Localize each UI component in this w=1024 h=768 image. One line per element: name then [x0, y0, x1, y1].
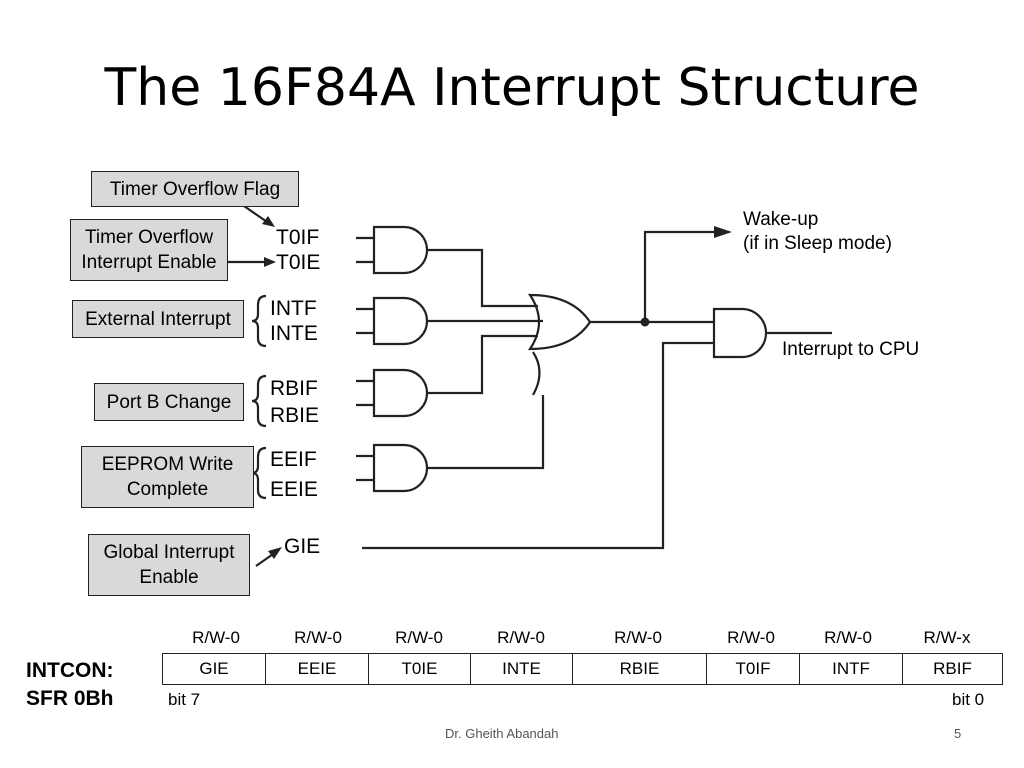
timer-overflow-enable-box: Timer Overflow Interrupt Enable	[70, 219, 228, 281]
and-gate-external	[372, 296, 429, 346]
junction-dot	[640, 317, 650, 327]
signal-gie: GIE	[284, 535, 321, 558]
register-bit-inte: INTE	[470, 653, 573, 685]
register-bit-intf: INTF	[799, 653, 903, 685]
wakeup-note: Wake-up (if in Sleep mode)	[743, 208, 892, 256]
register-bit-rbie: RBIE	[572, 653, 707, 685]
timer-overflow-flag-label: Timer Overflow Flag	[109, 178, 281, 200]
timer-overflow-flag-box: Timer Overflow Flag	[91, 171, 299, 207]
wakeup-line-2: (if in Sleep mode)	[743, 233, 892, 254]
register-name: INTCON:	[26, 659, 114, 682]
port-b-change-box: Port B Change	[94, 383, 244, 421]
access-bit-4: R/W-0	[497, 628, 545, 647]
bit-0-label: bit 0	[952, 690, 985, 709]
wakeup-wire	[643, 230, 718, 322]
port-b-change-label: Port B Change	[106, 391, 232, 413]
access-bit-6: R/W-0	[294, 628, 342, 647]
wakeup-arrowhead	[714, 226, 732, 238]
t0if-arrowhead	[262, 216, 275, 227]
access-bit-7: R/W-0	[192, 628, 240, 647]
eeprom-write-box: EEPROM Write Complete	[81, 446, 254, 508]
global-interrupt-box: Global Interrupt Enable	[88, 534, 250, 596]
register-bits-row: GIE EEIE T0IE INTE RBIE T0IF INTF RBIF	[162, 653, 1003, 685]
signal-rbif: RBIF	[270, 377, 318, 400]
footer-author: Dr. Gheith Abandah	[445, 726, 559, 741]
register-bit-t0ie: T0IE	[368, 653, 471, 685]
timer-to-or-wire	[427, 248, 538, 308]
brace-eeif	[251, 446, 267, 500]
eeprom-to-or-wire	[427, 395, 545, 470]
signal-t0if: T0IF	[276, 226, 320, 249]
register-bit-t0if: T0IF	[706, 653, 800, 685]
access-bit-1: R/W-0	[824, 628, 872, 647]
wakeup-line-1: Wake-up	[743, 209, 819, 230]
gie-line-1: Global Interrupt	[103, 542, 235, 563]
and-gate-portb	[372, 368, 429, 418]
access-bit-5: R/W-0	[395, 628, 443, 647]
register-address: SFR 0Bh	[26, 687, 114, 710]
register-label: INTCON: SFR 0Bh	[26, 657, 114, 713]
timer-enable-line-2: Interrupt Enable	[81, 252, 217, 273]
signal-t0ie: T0IE	[276, 251, 321, 274]
portb-to-or-wire	[427, 334, 538, 395]
t0ie-arrowhead	[264, 257, 276, 267]
signal-intf: INTF	[270, 297, 317, 320]
brace-intf	[251, 294, 267, 348]
gie-line-2: Enable	[139, 567, 199, 588]
eeprom-line-2: Complete	[126, 479, 209, 500]
footer-page-number: 5	[954, 726, 962, 741]
timer-enable-line-1: Timer Overflow	[84, 227, 214, 248]
gie-arrowhead	[268, 547, 282, 559]
intcon-register-table: GIE EEIE T0IE INTE RBIE T0IF INTF RBIF	[162, 653, 1003, 685]
brace-rbif	[251, 374, 267, 428]
and-gate-cpu	[712, 307, 768, 359]
interrupt-to-cpu-label: Interrupt to CPU	[782, 339, 920, 360]
slide-title: The 16F84A Interrupt Structure	[104, 58, 920, 118]
and-gate-eeprom	[372, 443, 429, 493]
bit-7-label: bit 7	[168, 690, 201, 709]
access-bit-3: R/W-0	[614, 628, 662, 647]
external-interrupt-box: External Interrupt	[72, 300, 244, 338]
access-bit-0: R/W-x	[923, 628, 971, 647]
or-gate	[527, 293, 592, 351]
external-interrupt-label: External Interrupt	[85, 308, 231, 330]
register-bit-rbif: RBIF	[902, 653, 1003, 685]
signal-eeif: EEIF	[270, 448, 317, 471]
signal-inte: INTE	[270, 322, 318, 345]
gie-wire	[362, 341, 714, 550]
signal-rbie: RBIE	[270, 404, 320, 427]
register-bit-gie: GIE	[162, 653, 266, 685]
signal-eeie: EEIE	[270, 478, 318, 501]
access-bit-2: R/W-0	[727, 628, 775, 647]
and-gate-timer	[372, 225, 429, 275]
eeprom-line-1: EEPROM Write	[101, 454, 234, 475]
or-gate-extension	[532, 351, 541, 396]
register-bit-eeie: EEIE	[265, 653, 369, 685]
